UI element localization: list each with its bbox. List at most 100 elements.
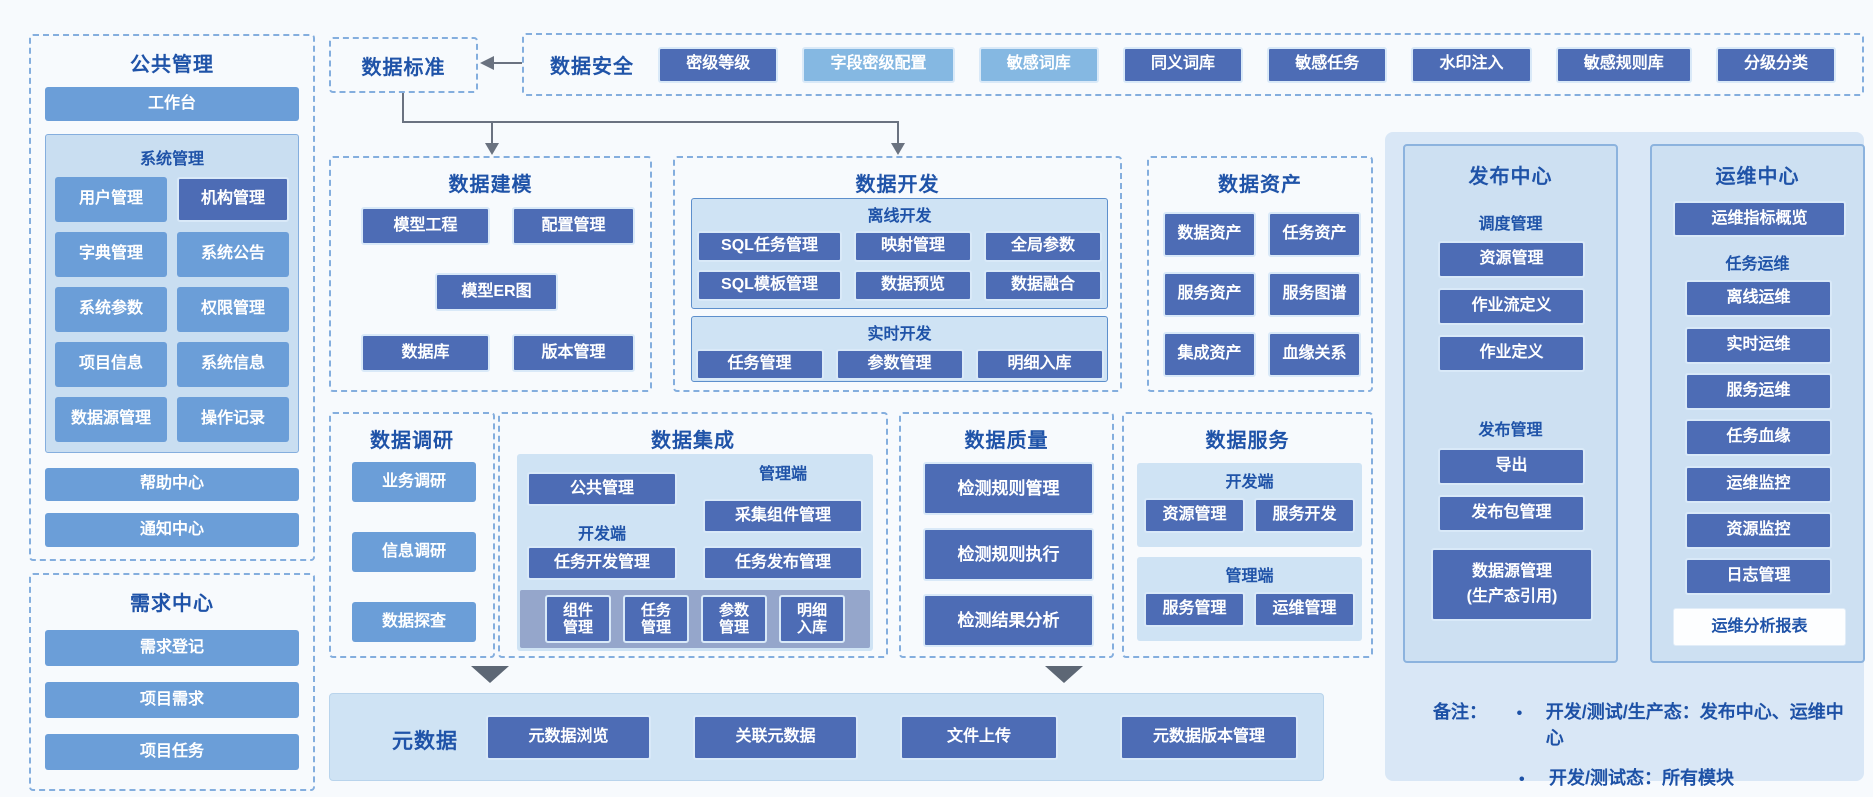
data-assets-box: 数据资产 数据资产 任务资产 服务资产 服务图谱 集成资产 血缘关系 <box>1147 156 1373 392</box>
grading-classify-button[interactable]: 分级分类 <box>1715 46 1836 83</box>
metadata-relation-button[interactable]: 关联元数据 <box>693 715 858 760</box>
data-standard-title: 数据标准 <box>361 56 446 79</box>
synonym-lexicon-button[interactable]: 同义词库 <box>1122 46 1243 83</box>
project-task-button[interactable]: 项目任务 <box>45 734 299 770</box>
sql-task-mgmt-button[interactable]: SQL任务管理 <box>697 231 842 262</box>
ops-center-panel: 运维中心 运维指标概览 任务运维 离线运维 实时运维 服务运维 任务血缘 运维监… <box>1650 144 1865 663</box>
ops-overview-button[interactable]: 运维指标概览 <box>1673 201 1846 237</box>
service-mgmt-button[interactable]: 服务管理 <box>1144 592 1245 627</box>
data-preview-button[interactable]: 数据预览 <box>854 270 972 301</box>
lineage-relation-button[interactable]: 血缘关系 <box>1268 332 1361 377</box>
task-asset-button[interactable]: 任务资产 <box>1268 212 1361 257</box>
sidebar-item-proj-info[interactable]: 项目信息 <box>55 341 167 387</box>
sidebar-item-dict-mgmt[interactable]: 字典管理 <box>55 231 167 277</box>
service-graph-button[interactable]: 服务图谱 <box>1268 272 1361 317</box>
job-define-button[interactable]: 作业定义 <box>1438 335 1585 372</box>
ops-report-button[interactable]: 运维分析报表 <box>1673 608 1846 646</box>
release-package-button[interactable]: 发布包管理 <box>1438 495 1585 532</box>
note-prefix: 备注： <box>1433 702 1487 722</box>
strip-task-mgmt-button[interactable]: 任务管理 <box>623 595 689 643</box>
note-line-1: 备注： • 开发/测试/生产态：发布中心、运维中心 <box>1433 698 1853 750</box>
resource-monitor-button[interactable]: 资源监控 <box>1685 512 1832 549</box>
bullet-icon: • <box>1516 705 1523 722</box>
metadata-browse-button[interactable]: 元数据浏览 <box>486 715 651 760</box>
data-development-title: 数据开发 <box>855 174 940 196</box>
integration-asset-button[interactable]: 集成资产 <box>1163 332 1256 377</box>
data-asset-button[interactable]: 数据资产 <box>1163 212 1256 257</box>
security-level-button[interactable]: 密级等级 <box>658 46 779 83</box>
sidebar-item-op-records[interactable]: 操作记录 <box>177 396 289 442</box>
sidebar-item-sys-info[interactable]: 系统信息 <box>177 341 289 387</box>
demand-register-button[interactable]: 需求登记 <box>45 630 299 666</box>
service-asset-button[interactable]: 服务资产 <box>1163 272 1256 317</box>
resource-mgmt-button[interactable]: 资源管理 <box>1144 498 1245 533</box>
sensitive-lexicon-button[interactable]: 敏感词库 <box>978 46 1099 83</box>
note-text-2: 开发/测试态：所有模块 <box>1549 768 1734 788</box>
mapping-mgmt-button[interactable]: 映射管理 <box>854 231 972 262</box>
project-demand-button[interactable]: 项目需求 <box>45 682 299 718</box>
sensitive-task-button[interactable]: 敏感任务 <box>1267 46 1388 83</box>
detail-storage-button[interactable]: 明细入库 <box>975 349 1104 380</box>
rule-exec-button[interactable]: 检测规则执行 <box>923 528 1094 581</box>
workbench-button[interactable]: 工作台 <box>45 87 299 121</box>
ops-monitor-button[interactable]: 运维监控 <box>1685 466 1832 503</box>
sidebar-item-org-mgmt[interactable]: 机构管理 <box>177 176 289 222</box>
ops-mgmt-button[interactable]: 运维管理 <box>1254 592 1355 627</box>
data-explore-button[interactable]: 数据探查 <box>352 602 476 642</box>
integration-public-mgmt-button[interactable]: 公共管理 <box>527 472 677 506</box>
offline-ops-button[interactable]: 离线运维 <box>1685 280 1832 317</box>
data-research-title: 数据调研 <box>370 430 454 452</box>
realtime-dev-row: 任务管理 参数管理 明细入库 <box>692 349 1107 380</box>
help-center-button[interactable]: 帮助中心 <box>45 467 299 502</box>
sidebar-item-sys-notice[interactable]: 系统公告 <box>177 231 289 277</box>
connector-to-modeling <box>491 122 493 144</box>
sql-template-mgmt-button[interactable]: SQL模板管理 <box>697 270 842 301</box>
strip-param-mgmt-button[interactable]: 参数管理 <box>701 595 767 643</box>
notice-center-button[interactable]: 通知中心 <box>45 513 299 548</box>
note-line-2: • 开发/测试态：所有模块 <box>1433 764 1853 790</box>
sidebar-item-sys-params[interactable]: 系统参数 <box>55 286 167 332</box>
demand-center-title: 需求中心 <box>130 593 214 615</box>
component-mgmt-button[interactable]: 组件管理 <box>545 595 611 643</box>
file-upload-button[interactable]: 文件上传 <box>900 715 1058 760</box>
strip-detail-storage-button[interactable]: 明细入库 <box>779 595 845 643</box>
task-mgmt-button[interactable]: 任务管理 <box>695 349 824 380</box>
task-lineage-button[interactable]: 任务血缘 <box>1685 419 1832 456</box>
data-integration-title: 数据集成 <box>651 430 735 452</box>
watermark-inject-button[interactable]: 水印注入 <box>1411 46 1532 83</box>
collector-mgmt-button[interactable]: 采集组件管理 <box>703 499 863 533</box>
result-analysis-button[interactable]: 检测结果分析 <box>923 594 1094 647</box>
task-dev-mgmt-button[interactable]: 任务开发管理 <box>527 546 677 580</box>
service-mgmt-group: 管理端 服务管理 运维管理 <box>1137 557 1362 641</box>
log-mgmt-button[interactable]: 日志管理 <box>1685 558 1832 595</box>
jobflow-define-button[interactable]: 作业流定义 <box>1438 288 1585 325</box>
field-security-config-button[interactable]: 字段密级配置 <box>802 46 955 83</box>
sidebar-item-perm-mgmt[interactable]: 权限管理 <box>177 286 289 332</box>
metadata-version-button[interactable]: 元数据版本管理 <box>1120 715 1298 760</box>
global-params-button[interactable]: 全局参数 <box>984 231 1102 262</box>
export-button[interactable]: 导出 <box>1438 448 1585 485</box>
release-resource-mgmt-button[interactable]: 资源管理 <box>1438 241 1585 278</box>
data-standard-box: 数据标准 <box>329 37 478 93</box>
model-er-button[interactable]: 模型ER图 <box>435 273 558 311</box>
public-mgmt-panel: 公共管理 工作台 系统管理 用户管理 机构管理 字典管理 系统公告 系统参数 权… <box>29 34 315 561</box>
service-ops-button[interactable]: 服务运维 <box>1685 373 1832 410</box>
business-research-button[interactable]: 业务调研 <box>352 462 476 502</box>
task-publish-mgmt-button[interactable]: 任务发布管理 <box>703 546 863 580</box>
rule-mgmt-button[interactable]: 检测规则管理 <box>923 462 1094 515</box>
data-fusion-button[interactable]: 数据融合 <box>984 270 1102 301</box>
database-button[interactable]: 数据库 <box>361 334 490 372</box>
sidebar-item-datasource[interactable]: 数据源管理 <box>55 396 167 442</box>
version-mgmt-button[interactable]: 版本管理 <box>512 334 635 372</box>
sidebar-item-user-mgmt[interactable]: 用户管理 <box>55 176 167 222</box>
data-service-title: 数据服务 <box>1205 430 1290 452</box>
info-research-button[interactable]: 信息调研 <box>352 532 476 572</box>
connector-standard-down <box>402 93 404 123</box>
sensitive-rules-button[interactable]: 敏感规则库 <box>1555 46 1692 83</box>
param-mgmt-button[interactable]: 参数管理 <box>835 349 964 380</box>
realtime-ops-button[interactable]: 实时运维 <box>1685 327 1832 364</box>
datasource-mgmt-button[interactable]: 数据源管理 (生产态引用) <box>1431 548 1593 621</box>
model-project-button[interactable]: 模型工程 <box>361 207 490 245</box>
service-dev-button[interactable]: 服务开发 <box>1254 498 1355 533</box>
config-mgmt-button[interactable]: 配置管理 <box>512 207 635 245</box>
